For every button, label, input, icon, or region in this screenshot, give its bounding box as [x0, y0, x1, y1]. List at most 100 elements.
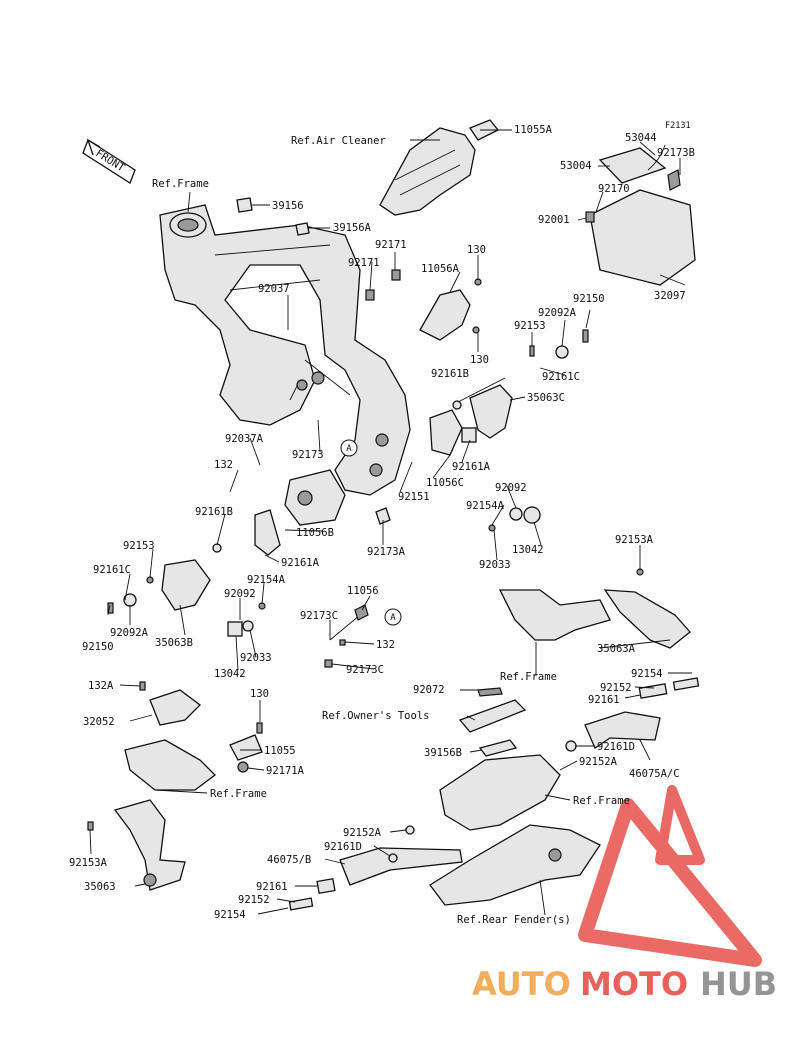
svg-text:HUB: HUB [700, 965, 777, 1003]
ref-owners-tools: Ref.Owner's Tools [322, 710, 429, 722]
bracket-11056A-shape [419, 278, 482, 341]
part-label: 39156 [272, 200, 304, 212]
part-label: 35063A [597, 643, 636, 655]
diagram-code: F2131 [665, 121, 691, 131]
part-label: 32052 [83, 716, 115, 728]
part-label: 92150 [573, 293, 605, 305]
part-label: 92153 [123, 540, 155, 552]
part-label: 13042 [214, 668, 246, 680]
part-label: 35063B [155, 637, 193, 649]
part-label: 92154A [466, 500, 505, 512]
part-label: 92092 [224, 588, 256, 600]
part-label: 132A [88, 680, 114, 692]
ref-frame-mid: Ref.Frame [500, 671, 557, 683]
part-label: 92171 [375, 239, 407, 251]
battery-case-shape [585, 144, 696, 286]
part-label: 92092A [110, 627, 149, 639]
part-label: 92161C [542, 371, 580, 383]
part-label: 132 [376, 639, 395, 651]
ref-frame-right: Ref.Frame [573, 795, 630, 807]
part-label: 92151 [398, 491, 430, 503]
part-label: 92173 [292, 449, 324, 461]
part-label: 46075A/C [629, 768, 680, 780]
part-label: 92072 [413, 684, 445, 696]
left-bushings-shapes [227, 602, 266, 637]
part-label: 92161A [452, 461, 491, 473]
part-label: 13042 [512, 544, 544, 556]
main-frame-shape [159, 204, 411, 496]
bracket-35063A-shape [498, 568, 691, 649]
bracket-11056B-shape [254, 469, 346, 556]
part-label: 92153A [615, 534, 654, 546]
part-label: 92152A [343, 827, 382, 839]
leader-lines [89, 129, 692, 916]
part-label: 92173C [346, 664, 384, 676]
part-label: 92153 [514, 320, 546, 332]
watermark-logo [578, 785, 762, 967]
part-label: 92154 [631, 668, 663, 680]
part-label: 39156A [333, 222, 372, 234]
part-label: 92161 [256, 881, 288, 893]
part-label: 92161D [597, 741, 635, 753]
part-label: 92033 [240, 652, 272, 664]
bracket-11056-shape [324, 604, 369, 668]
part-label: 92152A [579, 756, 618, 768]
part-label: 92037 [258, 283, 290, 295]
ref-rear-fender: Ref.Rear Fender(s) [457, 914, 571, 926]
part-label: 92154 [214, 909, 246, 921]
part-label: 130 [250, 688, 269, 700]
part-label: 92092A [538, 307, 577, 319]
part-label: 92033 [479, 559, 511, 571]
part-label: 92152 [600, 682, 632, 694]
part-label: 92161B [195, 506, 233, 518]
owners-tools-shape [458, 687, 527, 757]
part-label: 35063C [527, 392, 565, 404]
air-cleaner-shape [379, 119, 500, 216]
part-label: 92171A [266, 765, 305, 777]
part-label: 92161D [324, 841, 362, 853]
part-label: 11056 [347, 585, 379, 597]
part-label: 92150 [82, 641, 114, 653]
part-label: 92154A [247, 574, 286, 586]
part-label: 11055 [264, 745, 296, 757]
ref-air-cleaner: Ref.Air Cleaner [291, 135, 386, 147]
part-label: 92153A [69, 857, 108, 869]
part-label: 92161C [93, 564, 131, 576]
part-label: 92037A [225, 433, 264, 445]
part-label: 92161 [588, 694, 620, 706]
footpeg-left-shape [288, 825, 463, 911]
part-label: 39156B [424, 747, 462, 759]
part-label: 92161B [431, 368, 469, 380]
part-label: 92173C [300, 610, 338, 622]
part-label: 11056B [296, 527, 334, 539]
part-label: 35063 [84, 881, 116, 893]
part-label: 92171 [348, 257, 380, 269]
part-label: 130 [467, 244, 486, 256]
ref-frame-top: Ref.Frame [152, 178, 209, 190]
part-label: 92170 [598, 183, 630, 195]
right-bushings-shapes [375, 506, 541, 532]
part-label: 53004 [560, 160, 592, 172]
marker-a-mid: A [384, 608, 402, 626]
part-label: 130 [470, 354, 489, 366]
part-label: 92001 [538, 214, 570, 226]
part-label: 92173A [367, 546, 406, 558]
bracket-35063B-shape [107, 543, 222, 614]
bracket-32052-shape [87, 681, 263, 891]
part-label: 92092 [495, 482, 527, 494]
watermark-text: AUTO MOTO HUB [472, 965, 777, 1003]
rear-frame-shape [429, 754, 601, 906]
part-label: 11055A [514, 124, 553, 136]
svg-text:MOTO: MOTO [580, 965, 688, 1003]
part-label: 132 [214, 459, 233, 471]
part-label: 92173B [657, 147, 695, 159]
ref-frame-left: Ref.Frame [210, 788, 267, 800]
part-label: 11056A [421, 263, 460, 275]
svg-text:A: A [346, 444, 352, 454]
svg-text:AUTO: AUTO [472, 965, 571, 1003]
part-label: 53044 [625, 132, 657, 144]
marker-a-top: A [340, 439, 358, 457]
svg-text:A: A [390, 613, 396, 623]
part-label: 11056C [426, 477, 464, 489]
